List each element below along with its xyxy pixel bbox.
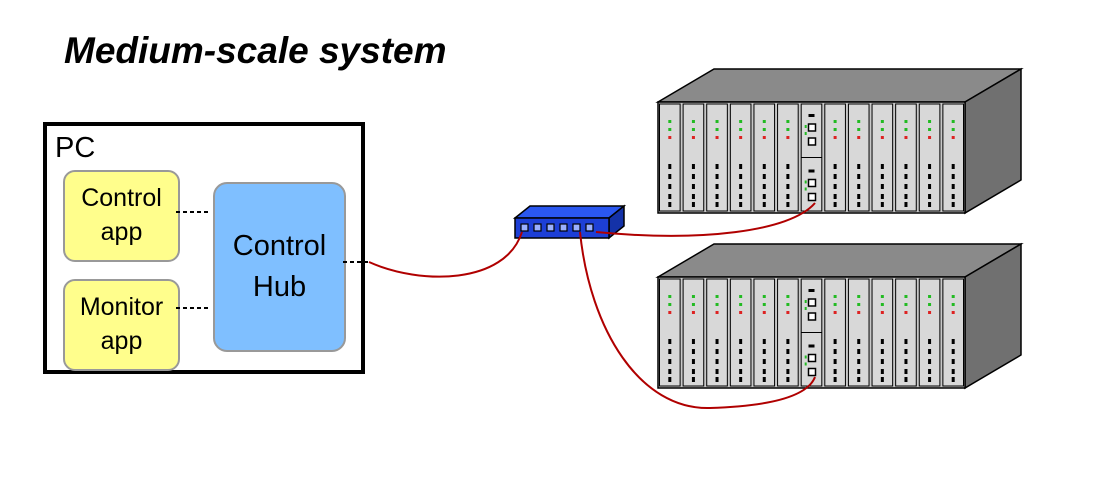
cable-switch-to-crate-bottom [579,231,816,410]
diagram-title: Medium-scale system [64,30,447,71]
network-switch-icon [512,204,627,240]
control-hub-box: Control Hub [213,182,346,352]
control-app-label: Control app [81,184,162,246]
monitor-app-box: Monitor app [63,279,180,371]
monitor-app-label: Monitor app [79,293,164,355]
cable-hub-to-switch [368,231,523,278]
crate-icon [655,67,1024,215]
crate-icon [655,242,1024,390]
control-hub-label: Control Hub [232,230,327,303]
pc-label: PC [55,132,96,164]
control-app-box: Control app [63,170,180,262]
pc-box: PC Control app Monitor app Control Hub [43,122,365,374]
cable-switch-to-crate-top [595,202,816,237]
